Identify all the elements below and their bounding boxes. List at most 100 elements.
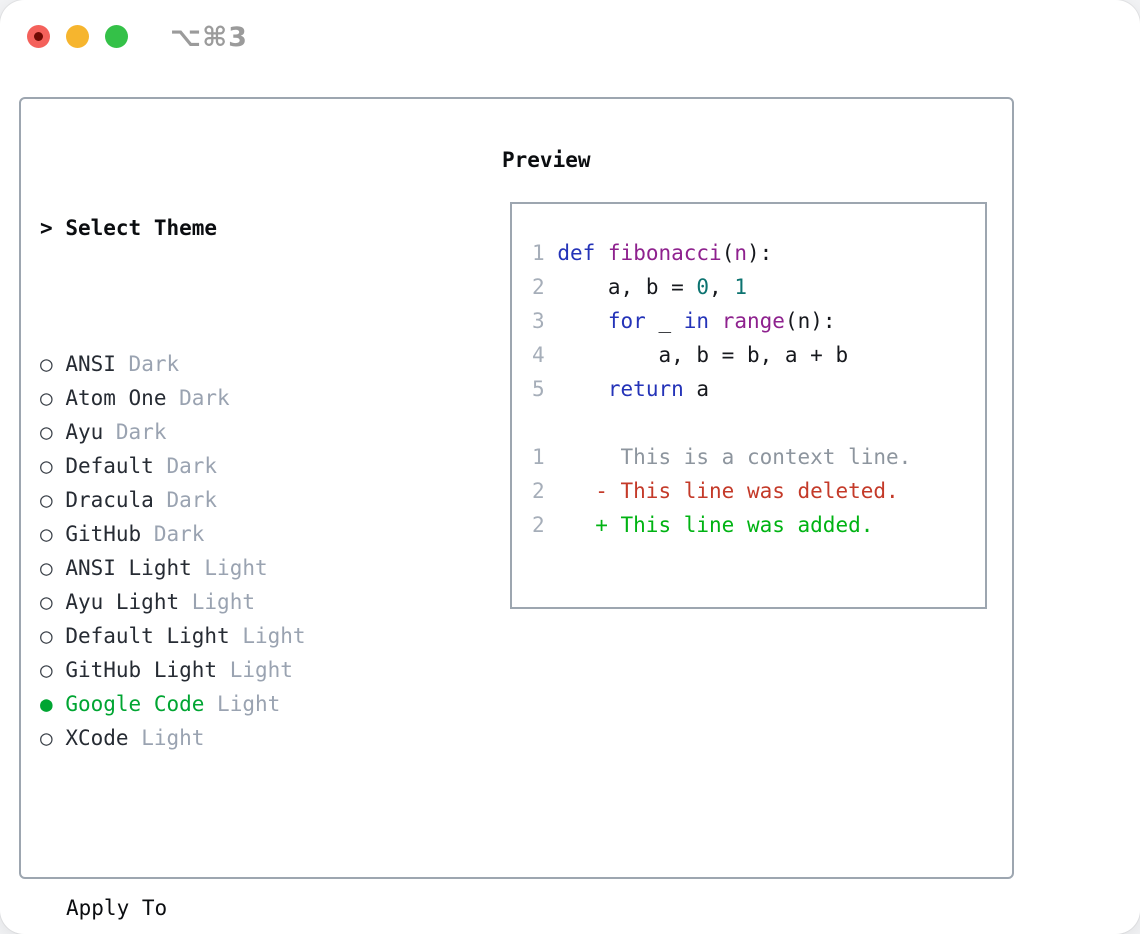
code-token-pl: _ [645, 309, 684, 333]
theme-item-ayu[interactable]: ○ Ayu Dark [40, 415, 394, 449]
code-line: 3 for _ in range(n): [532, 304, 985, 338]
item-variant-label: Light [204, 556, 268, 580]
item-label: Default [65, 454, 154, 478]
code-token-pl: ): [747, 241, 773, 265]
maximize-button[interactable] [105, 25, 128, 48]
theme-item-atom-one[interactable]: ○ Atom One Dark [40, 381, 394, 415]
code-token-kw: in [683, 309, 710, 333]
close-button[interactable] [27, 25, 50, 48]
code-token-fn: n [734, 241, 748, 265]
item-variant-label: Light [242, 624, 306, 648]
theme-item-ansi-light[interactable]: ○ ANSI Light Light [40, 551, 394, 585]
line-number: 1 [532, 445, 545, 469]
diff-line-ctx: 1 This is a context line. [532, 440, 985, 474]
item-label: Ayu Light [65, 590, 180, 614]
apply-to-header: Apply To [66, 896, 168, 920]
code-token-pl: a, b = b, a + b [557, 343, 849, 367]
code-line: 2 a, b = 0, 1 [532, 270, 985, 304]
radio-icon: ○ [40, 624, 53, 648]
code-line: 5 return a [532, 372, 985, 406]
traffic-lights [27, 25, 128, 48]
radio-icon: ○ [40, 420, 53, 444]
item-label: Dracula [65, 488, 154, 512]
code-token-pl: a [683, 377, 710, 401]
radio-icon: ○ [40, 454, 53, 478]
theme-item-github[interactable]: ○ GitHub Dark [40, 517, 394, 551]
code-token-pl: a, b = [557, 275, 697, 299]
item-variant-label: Light [191, 590, 255, 614]
theme-item-dracula[interactable]: ○ Dracula Dark [40, 483, 394, 517]
diff-line-add: 2 + This line was added. [532, 508, 985, 542]
radio-icon: ○ [40, 386, 53, 410]
diff-text: + This line was added. [544, 513, 874, 537]
code-token-pl [557, 309, 608, 333]
radio-icon: ○ [40, 556, 53, 580]
close-dot-icon [34, 32, 43, 41]
code-token-kw: def [557, 241, 596, 265]
radio-icon: ○ [40, 352, 53, 376]
code-token-num: 0 [696, 275, 710, 299]
line-number: 2 [532, 479, 545, 503]
item-label: Google Code [65, 692, 205, 716]
code-token-num: 1 [734, 275, 747, 299]
code-token-pl: (n): [784, 309, 836, 333]
item-label: Atom One [65, 386, 167, 410]
item-variant-label: Dark [115, 420, 167, 444]
item-variant-label: Dark [179, 386, 230, 410]
diff-text: - This line was deleted. [544, 479, 899, 503]
code-line: 1 def fibonacci(n): [532, 236, 985, 270]
item-variant-label: Dark [153, 522, 205, 546]
code-line: 4 a, b = b, a + b [532, 338, 985, 372]
theme-item-google-code[interactable]: ● Google Code Light [40, 687, 394, 721]
theme-item-default[interactable]: ○ Default Dark [40, 449, 394, 483]
item-label: Default Light [65, 624, 230, 648]
radio-icon: ○ [40, 590, 53, 614]
item-label: ANSI Light [65, 556, 192, 580]
code-token-fn: range [721, 309, 785, 333]
theme-item-ansi[interactable]: ○ ANSI Dark [40, 347, 394, 381]
line-number: 3 [532, 309, 545, 333]
theme-item-github-light[interactable]: ○ GitHub Light Light [40, 653, 394, 687]
code-token-pl: , [709, 275, 735, 299]
code-token-pl [709, 309, 722, 333]
diff-text: This is a context line. [544, 445, 912, 469]
theme-item-xcode[interactable]: ○ XCode Light [40, 721, 394, 755]
item-variant-label: Light [141, 726, 205, 750]
item-variant-label: Dark [166, 454, 218, 478]
line-number: 2 [532, 275, 545, 299]
blank-line [532, 406, 985, 440]
item-label: Ayu [65, 420, 104, 444]
window-title: ⌥⌘3 [170, 22, 248, 53]
item-variant-label: Light [229, 658, 293, 682]
item-label: XCode [65, 726, 129, 750]
cursor-indicator: > [40, 216, 53, 240]
code-token-kw: return [607, 377, 684, 401]
radio-icon: ○ [40, 658, 53, 682]
line-number: 1 [532, 241, 545, 265]
line-number: 4 [532, 343, 545, 367]
theme-item-ayu-light[interactable]: ○ Ayu Light Light [40, 585, 394, 619]
code-token-pl [557, 377, 608, 401]
item-variant-label: Light [217, 692, 281, 716]
item-variant-label: Dark [128, 352, 180, 376]
radio-icon: ○ [40, 522, 53, 546]
code-token-pl: ( [721, 241, 735, 265]
item-label: GitHub Light [65, 658, 218, 682]
theme-list: ○ ANSI Dark○ Atom One Dark○ Ayu Dark○ De… [40, 347, 394, 755]
select-theme-header: > Select Theme [40, 211, 394, 245]
code-token-fn: fibonacci [607, 241, 722, 265]
minimize-button[interactable] [66, 25, 89, 48]
radio-icon: ○ [40, 726, 53, 750]
radio-selected-icon: ● [40, 692, 53, 716]
code-token-kw: for [607, 309, 646, 333]
select-theme-title: Select Theme [65, 216, 218, 240]
theme-item-default-light[interactable]: ○ Default Light Light [40, 619, 394, 653]
diff-line-del: 2 - This line was deleted. [532, 474, 985, 508]
line-number: 5 [532, 377, 545, 401]
item-label: ANSI [65, 352, 116, 376]
theme-picker-panel: > Select Theme ○ ANSI Dark○ Atom One Dar… [19, 97, 1014, 920]
radio-icon: ○ [40, 488, 53, 512]
